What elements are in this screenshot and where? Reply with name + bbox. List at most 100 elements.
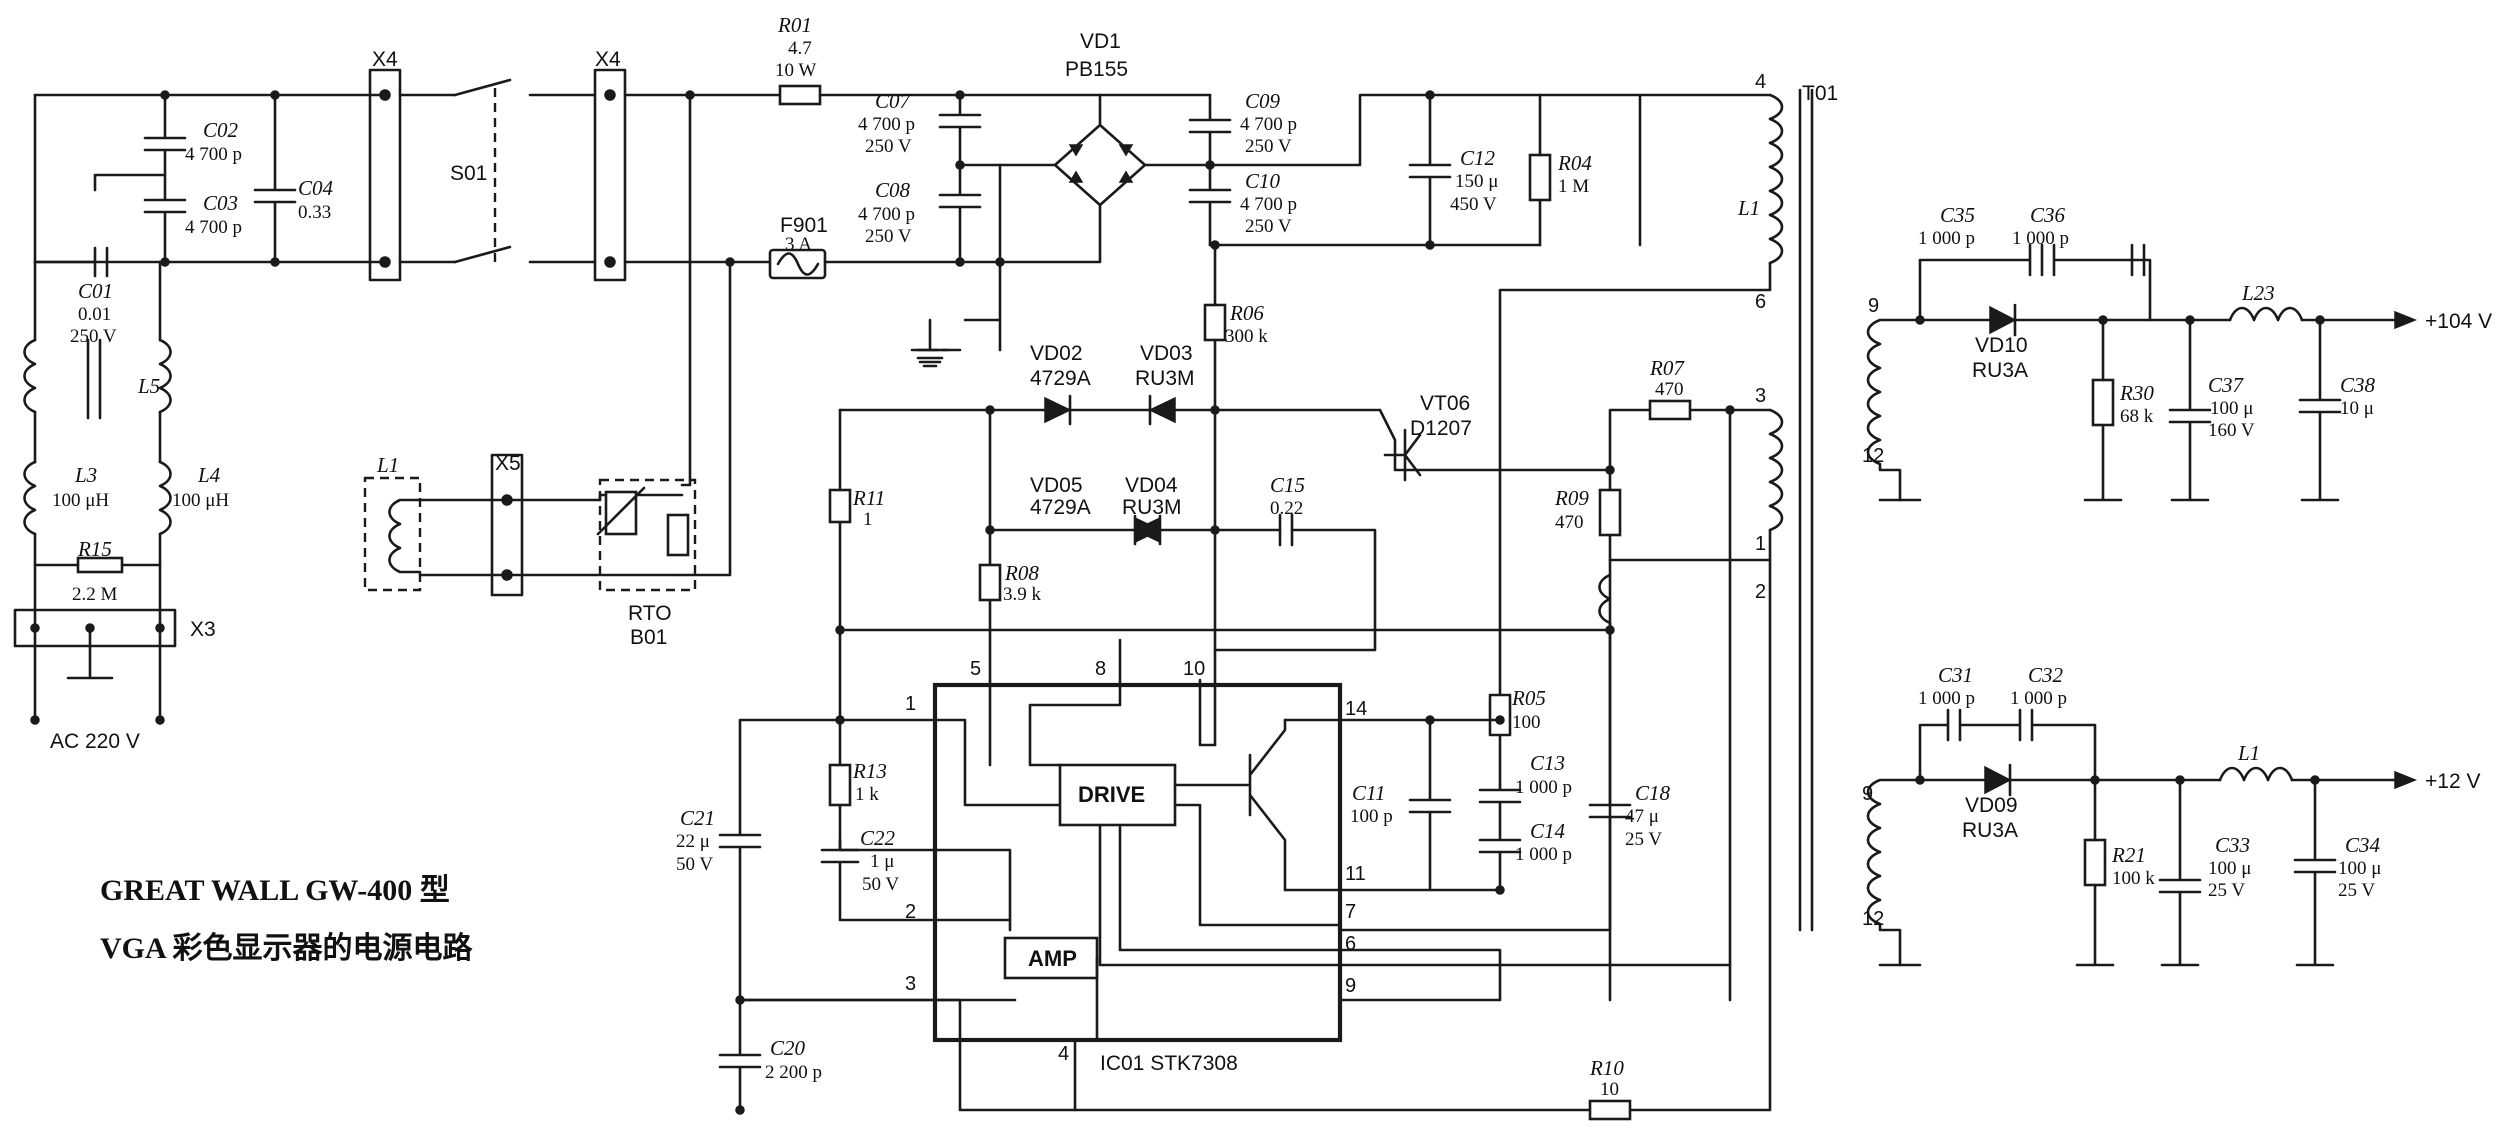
value-c09-v: 250 V: [1245, 136, 1292, 157]
r30-leads: [2083, 318, 2123, 502]
dc-rails: [1098, 93, 1542, 247]
junction: [1210, 240, 1220, 250]
label-c34: C34: [2345, 833, 2381, 857]
label-r13: R13: [852, 759, 887, 783]
value-r21: 100 k: [2112, 868, 2155, 889]
junction: [735, 995, 745, 1005]
x3-pin-n: [155, 623, 165, 633]
junction: [160, 257, 170, 267]
ic-pin-label-7: 7: [1345, 901, 1356, 923]
cap-c01: [33, 246, 109, 278]
ic-transistor-pins: [1283, 718, 1342, 892]
ic-pin-label-10: 10: [1183, 658, 1205, 680]
ic-pin-label-8: 8: [1095, 658, 1106, 680]
label-l23: L23: [2241, 281, 2275, 305]
t01-pin4: 4: [1755, 71, 1766, 93]
junction: [955, 257, 965, 267]
cap-c15: [1278, 513, 1294, 547]
r07-wires: [1608, 408, 1732, 472]
value-c08: 4 700 p: [858, 204, 915, 225]
value-c10: 4 700 p: [1240, 194, 1297, 215]
value-c07: 4 700 p: [858, 114, 915, 135]
value-c22-v: 50 V: [862, 874, 899, 895]
junction: [985, 525, 995, 535]
bridge-ac2: [998, 163, 1102, 264]
l3-l4-leads: [33, 410, 162, 464]
value-c15: 0.22: [1270, 498, 1303, 519]
mains-switching: [363, 68, 782, 597]
value-vd05: 4729A: [1030, 496, 1091, 519]
degauss-coil-box: [363, 476, 422, 592]
label-c38: C38: [2340, 373, 2376, 397]
value-r09: 470: [1555, 512, 1584, 533]
caps-c31-c32: [1918, 708, 2097, 782]
value-r01-w: 10 W: [775, 60, 816, 81]
cap-c11: [1408, 718, 1452, 892]
resistor-r21: [2083, 838, 2107, 887]
r21-leads: [2075, 778, 2115, 967]
diode-vd02: [1044, 396, 1072, 424]
label-vd1: VD1: [1080, 30, 1121, 53]
feedback-inductor: [1598, 573, 1612, 632]
junction: [1425, 240, 1435, 250]
label-t01-l1: L1: [1737, 196, 1760, 220]
resistor-r06: [1203, 303, 1227, 342]
value-c08-v: 250 V: [865, 226, 912, 247]
value-vd02: 4729A: [1030, 367, 1091, 390]
cap-c22: [820, 838, 1012, 922]
junction: [1915, 315, 1925, 325]
ic-pin-label-14: 14: [1345, 698, 1367, 720]
cap-c07-c08: [938, 93, 982, 264]
label-t01: T01: [1802, 82, 1838, 105]
value-r06: 300 k: [1225, 326, 1268, 347]
ic-switch-transistor: [1173, 718, 1287, 892]
value-c13: 1 000 p: [1515, 777, 1572, 798]
junction: [1205, 160, 1215, 170]
resistor-r05: [1488, 628, 1512, 787]
value-c34: 100 μ: [2338, 858, 2381, 879]
t01-pin6: 6: [1755, 291, 1766, 313]
inductor-l1-out: [2218, 766, 2294, 782]
value-c37-v: 160 V: [2208, 420, 2255, 441]
vd10-out: [2013, 303, 2232, 337]
resistor-r10: [1588, 1099, 1632, 1121]
diagram-title-line2: VGA 彩色显示器的电源电路: [100, 932, 474, 965]
label-out-12v: +12 V: [2425, 770, 2480, 793]
label-out-104v: +104 V: [2425, 310, 2492, 333]
label-drive: DRIVE: [1078, 782, 1145, 807]
label-r07: R07: [1649, 356, 1685, 380]
t01-pin9a: 9: [1868, 295, 1879, 317]
diode-vd10: [1989, 305, 2017, 335]
junction: [955, 160, 965, 170]
junction: [1495, 885, 1505, 895]
switch-wires-in: [398, 93, 457, 264]
choke-l5: [23, 338, 172, 414]
degauss-feed: [680, 93, 692, 487]
x4-pin: [604, 256, 616, 268]
label-r30: R30: [2119, 381, 2154, 405]
value-c12: 150 μ: [1455, 171, 1498, 192]
t01-pin1-wire: [1608, 558, 1772, 1002]
value-c18-v: 25 V: [1625, 829, 1662, 850]
ac-terminal-n: [155, 715, 165, 725]
value-c07-v: 250 V: [865, 136, 912, 157]
ic-pin10: [1198, 678, 1217, 747]
cap-c20: [718, 998, 762, 1112]
diode-vd09: [1984, 765, 2012, 795]
label-c18: C18: [1635, 781, 1671, 805]
junction: [2185, 315, 2195, 325]
value-r04: 1 M: [1558, 176, 1589, 197]
t01-pin1: 1: [1755, 533, 1766, 555]
ptc-arrow: [596, 486, 646, 536]
value-c03: 4 700 p: [185, 217, 242, 238]
label-vd02: VD02: [1030, 342, 1083, 365]
ptc-resistor: [666, 513, 690, 557]
label-c31: C31: [1938, 663, 1973, 687]
ic-pin-label-1: 1: [905, 693, 916, 715]
label-c21: C21: [680, 806, 715, 830]
degauss-return: [678, 260, 732, 577]
ic-pin-label-5: 5: [970, 658, 981, 680]
connector-x4-left: [368, 68, 402, 282]
diagram-title-line1: GREAT WALL GW-400 型: [100, 874, 450, 907]
x4-pin: [379, 256, 391, 268]
